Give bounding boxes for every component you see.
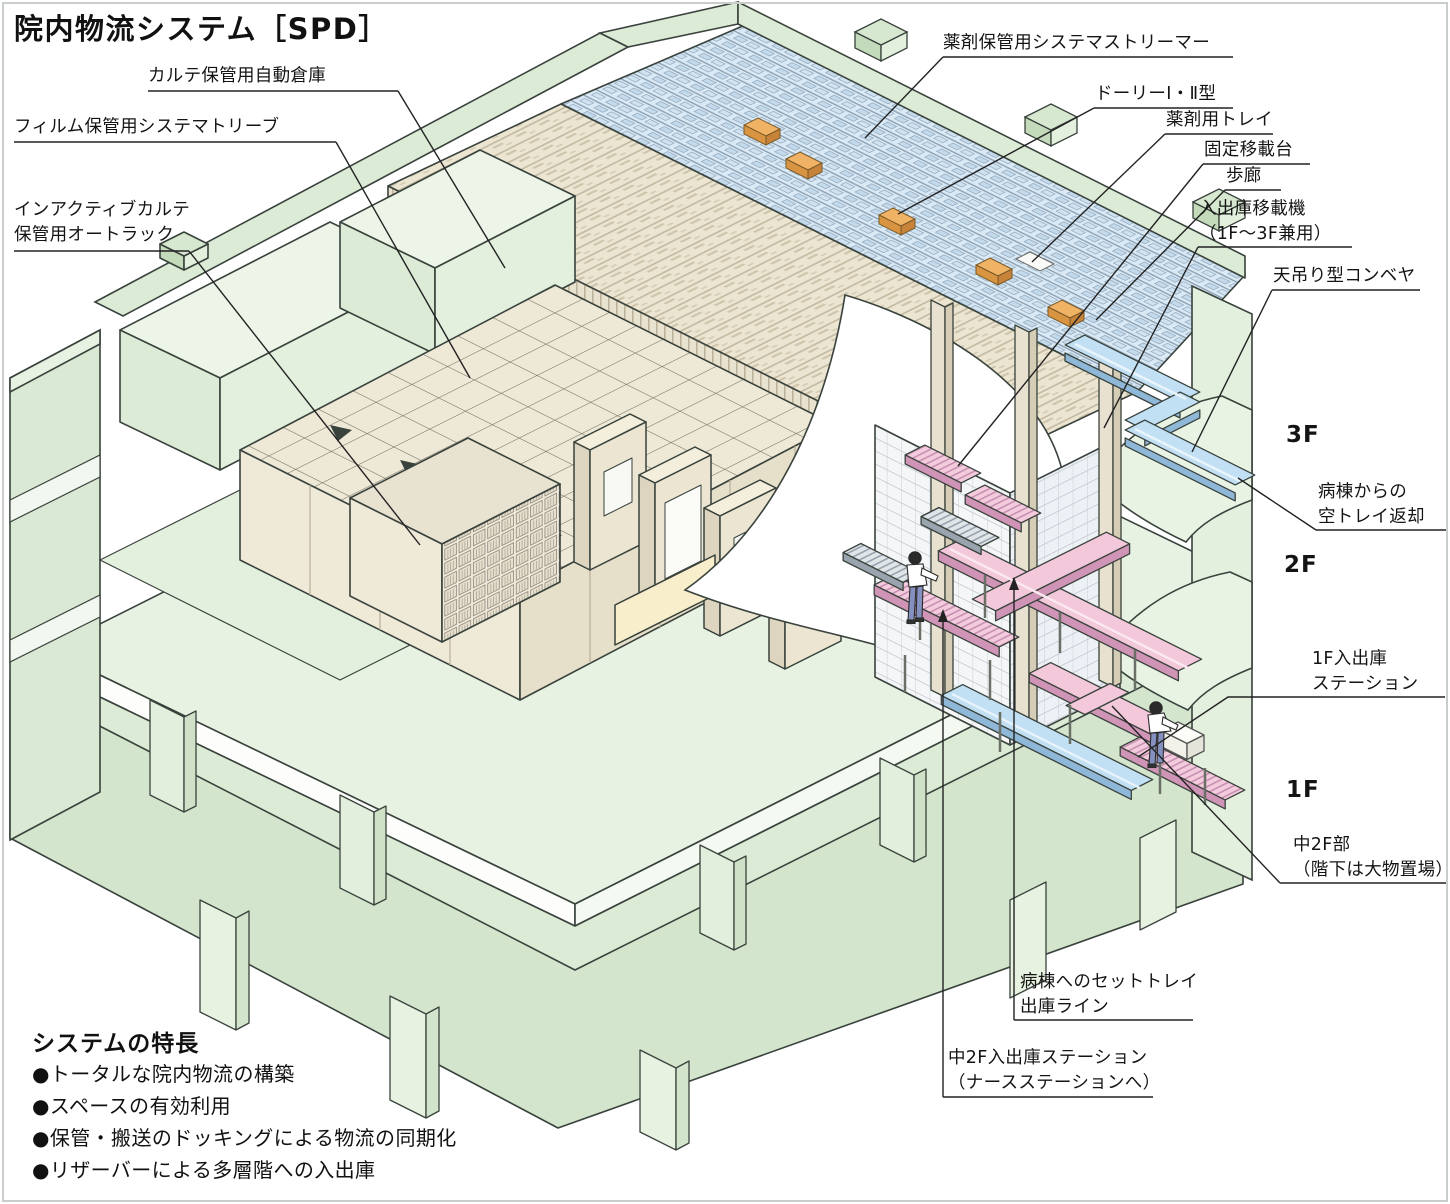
inactive-karte-autorack <box>349 437 561 643</box>
label-film-storage: フィルム保管用システマトリーブ <box>14 117 280 137</box>
left-wall-strip <box>9 328 101 842</box>
drug-tray <box>1014 251 1056 272</box>
person-1f-station <box>1147 701 1179 769</box>
leader-lines <box>14 56 1448 1098</box>
label-karte-warehouse: カルテ保管用自動倉庫 <box>148 66 326 86</box>
blue-conveyor-1f <box>940 683 1154 801</box>
arrow-up-icon <box>938 609 948 622</box>
label-dolly: ドーリーⅠ・Ⅱ型 <box>1095 84 1217 104</box>
page-title: 院内物流システム［SPD］ <box>14 12 389 46</box>
arrow-up-icon <box>1009 577 1019 590</box>
label-transfer-machine: 入出庫移載機 （1F～3F兼用） <box>1199 199 1332 244</box>
column-caps <box>853 18 1247 233</box>
pink-conveyor-2f <box>937 531 1203 682</box>
floor-label-3f: 3F <box>1286 422 1320 448</box>
feature-item: ●トータルな院内物流の構築 <box>32 1062 295 1086</box>
roof-band-right <box>737 1 1246 279</box>
label-drug-tray: 薬剤用トレイ <box>1166 110 1273 130</box>
label-drug-storage: 薬剤保管用システマストリーマー <box>943 33 1210 53</box>
label-set-tray-line: 病棟へのセットトレイ 出庫ライン <box>1020 972 1198 1017</box>
feature-item: ●保管・搬送のドッキングによる物流の同期化 <box>32 1126 457 1150</box>
fixed-transfer-stands <box>904 444 1042 533</box>
back-rooms <box>119 149 576 471</box>
person-2f-station <box>906 551 939 625</box>
label-fixed-stand: 固定移載台 <box>1204 140 1293 160</box>
label-inactive-karte: インアクティブカルテ 保管用オートラック <box>14 200 191 245</box>
roof-edge <box>93 1 739 317</box>
label-station-1f: 1F入出庫 ステーション <box>1312 649 1419 694</box>
floor-label-2f: 2F <box>1284 552 1318 578</box>
label-ceiling-conveyor: 天吊り型コンベヤ <box>1273 266 1416 286</box>
features-heading: システムの特長 <box>32 1031 200 1057</box>
plate-2f <box>1098 571 1253 711</box>
ceiling-conveyor-3f <box>1064 334 1256 502</box>
label-mezzanine-station: 中2F入出庫ステーション （ナースステーションへ） <box>948 1048 1161 1093</box>
feature-item: ●リザーバーによる多層階への入出庫 <box>32 1158 376 1182</box>
feature-item: ●スペースの有効利用 <box>32 1094 232 1118</box>
floor-label-1f: 1F <box>1286 777 1320 803</box>
label-walkway: 歩廊 <box>1226 166 1262 186</box>
label-mezzanine: 中2F部 （階下は大物置場） <box>1293 835 1450 880</box>
label-empty-tray-return: 病棟からの 空トレイ返却 <box>1318 482 1425 527</box>
